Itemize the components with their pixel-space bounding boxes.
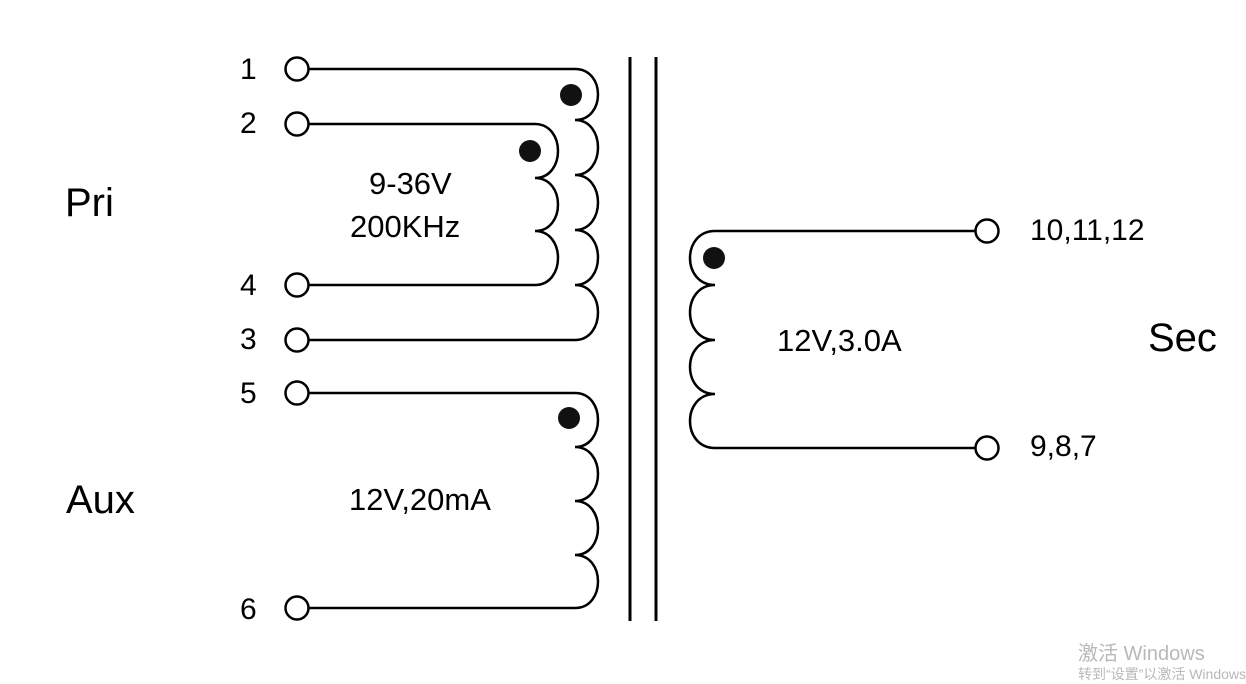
windings xyxy=(309,67,976,610)
terminal-4 xyxy=(284,272,310,298)
group-label-aux: Aux xyxy=(66,478,135,522)
group-label-sec: Sec xyxy=(1148,316,1217,360)
winding-primary-1-3 xyxy=(309,67,600,342)
winding-primary-2-4 xyxy=(309,122,560,287)
terminal-1 xyxy=(284,56,310,82)
terminals xyxy=(284,56,1000,621)
pin-label-3: 3 xyxy=(240,323,257,356)
winding-aux-5-6 xyxy=(309,391,600,610)
polarity-dot-pin5 xyxy=(558,407,580,429)
pin-label-1: 1 xyxy=(240,53,257,86)
primary-voltage: 9-36V xyxy=(369,166,452,201)
terminal-6 xyxy=(284,595,310,621)
pin-label-9-8-7: 9,8,7 xyxy=(1030,430,1097,463)
activation-watermark-subtitle: 转到“设置”以激活 Windows。 xyxy=(1078,666,1246,682)
polarity-dot-pin2 xyxy=(519,140,541,162)
polarity-dot-secondary xyxy=(703,247,725,269)
polarity-dots xyxy=(519,84,725,429)
pin-label-6: 6 xyxy=(240,593,257,626)
pin-label-10-11-12: 10,11,12 xyxy=(1030,214,1145,247)
aux-rating: 12V,20mA xyxy=(349,482,491,517)
terminal-2 xyxy=(284,111,310,137)
primary-frequency: 200KHz xyxy=(350,209,461,244)
group-label-pri: Pri xyxy=(65,181,114,225)
pin-label-2: 2 xyxy=(240,107,257,140)
pin-label-4: 4 xyxy=(240,269,257,302)
activation-watermark-title: 激活 Windows xyxy=(1078,643,1205,665)
winding-secondary xyxy=(688,229,976,450)
terminal-5 xyxy=(284,380,310,406)
polarity-dot-pin1 xyxy=(560,84,582,106)
terminal-10-11-12 xyxy=(974,218,1000,244)
pin-label-5: 5 xyxy=(240,377,257,410)
terminal-9-8-7 xyxy=(974,435,1000,461)
terminal-3 xyxy=(284,327,310,353)
secondary-rating: 12V,3.0A xyxy=(777,323,902,358)
